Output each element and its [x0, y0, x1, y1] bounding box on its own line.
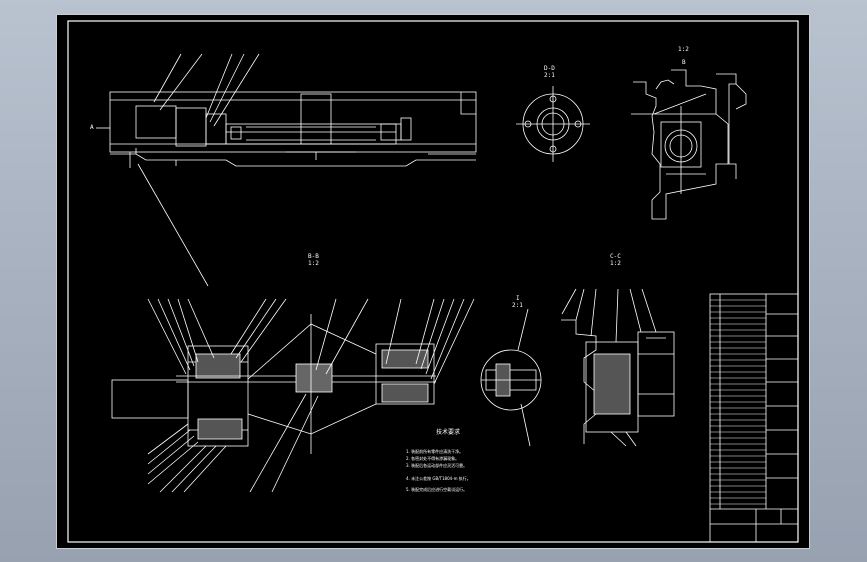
view-label-dd: D-D	[544, 65, 555, 72]
note-line-2: 2. 各密封处不得有渗漏现象。	[406, 456, 460, 461]
parts-list	[710, 299, 766, 505]
detail-label: I	[516, 295, 520, 302]
detail-view	[480, 308, 542, 447]
detail-scale: 2:1	[512, 302, 523, 309]
view-scale-cc: 1:2	[610, 260, 621, 267]
view-label-bb: B-B	[308, 253, 319, 260]
drawing-sheet: A D-D 2:1 B 1:2 B-B 1:2 C-C 1:2 I 2:1 技术…	[56, 14, 810, 549]
notes-heading: 技术要求	[436, 429, 461, 436]
view-bb	[111, 298, 475, 493]
view-cc	[561, 288, 675, 447]
inner-border	[67, 20, 799, 543]
view-b	[631, 69, 747, 220]
note-line-3: 3. 装配后各运动部件应灵活可靠。	[406, 463, 468, 468]
view-scale-bb: 1:2	[308, 260, 319, 267]
outer-border	[56, 14, 810, 549]
note-line-4: 4. 未注公差按 GB/T1804-m 执行。	[406, 476, 471, 481]
view-label-a: A	[90, 124, 94, 131]
view-scale-dd: 2:1	[544, 72, 555, 79]
view-scale-b: 1:2	[678, 46, 689, 53]
view-label-b: B	[682, 59, 686, 66]
note-line-5: 5. 装配完成后应进行空载试运行。	[406, 487, 468, 492]
view-dd	[516, 86, 590, 162]
title-block	[709, 293, 799, 543]
main-view	[96, 53, 477, 287]
cad-drawing	[56, 14, 810, 549]
view-label-cc: C-C	[610, 253, 621, 260]
note-line-1: 1. 装配前所有零件应清洗干净。	[406, 449, 464, 454]
